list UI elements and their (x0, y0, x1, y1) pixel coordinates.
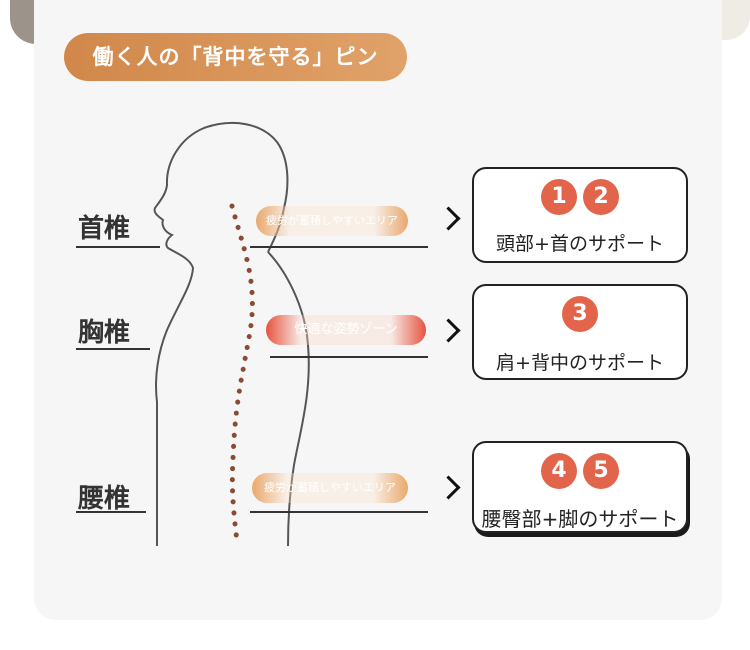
label-thoracic: 胸椎 (78, 318, 131, 348)
label-underline (76, 246, 160, 248)
support-box-chest: 3 肩+背中のサポート (472, 284, 688, 380)
fatigue-zone-neck: 疲労が蓄積しやすいエリア (256, 206, 408, 236)
comfort-zone-chest: 快適な姿勢ゾーン (266, 315, 426, 345)
body-outline-front (153, 122, 289, 546)
label-underline (76, 511, 146, 513)
support-text-waist: 腰臀部+脚のサポート (481, 507, 679, 531)
number-badge: 5 (583, 453, 619, 489)
connector-line-chest (270, 356, 428, 358)
number-badge: 4 (541, 453, 577, 489)
connector-line-waist (250, 511, 428, 513)
fatigue-zone-waist: 疲労が蓄積しやすいエリア (252, 473, 408, 503)
label-lumbar: 腰椎 (78, 484, 131, 514)
spine-dots (229, 203, 255, 545)
label-cervical: 首椎 (78, 214, 131, 244)
number-badge: 3 (562, 296, 598, 332)
connector-line-neck (250, 246, 428, 248)
support-text-neck: 頭部+首のサポート (496, 233, 664, 255)
title-banner: 働く人の「背中を守る」ピン (64, 33, 407, 81)
number-badge: 2 (583, 179, 619, 215)
support-text-chest: 肩+背中のサポート (496, 352, 664, 374)
label-underline (76, 348, 150, 350)
number-badge: 1 (541, 179, 577, 215)
